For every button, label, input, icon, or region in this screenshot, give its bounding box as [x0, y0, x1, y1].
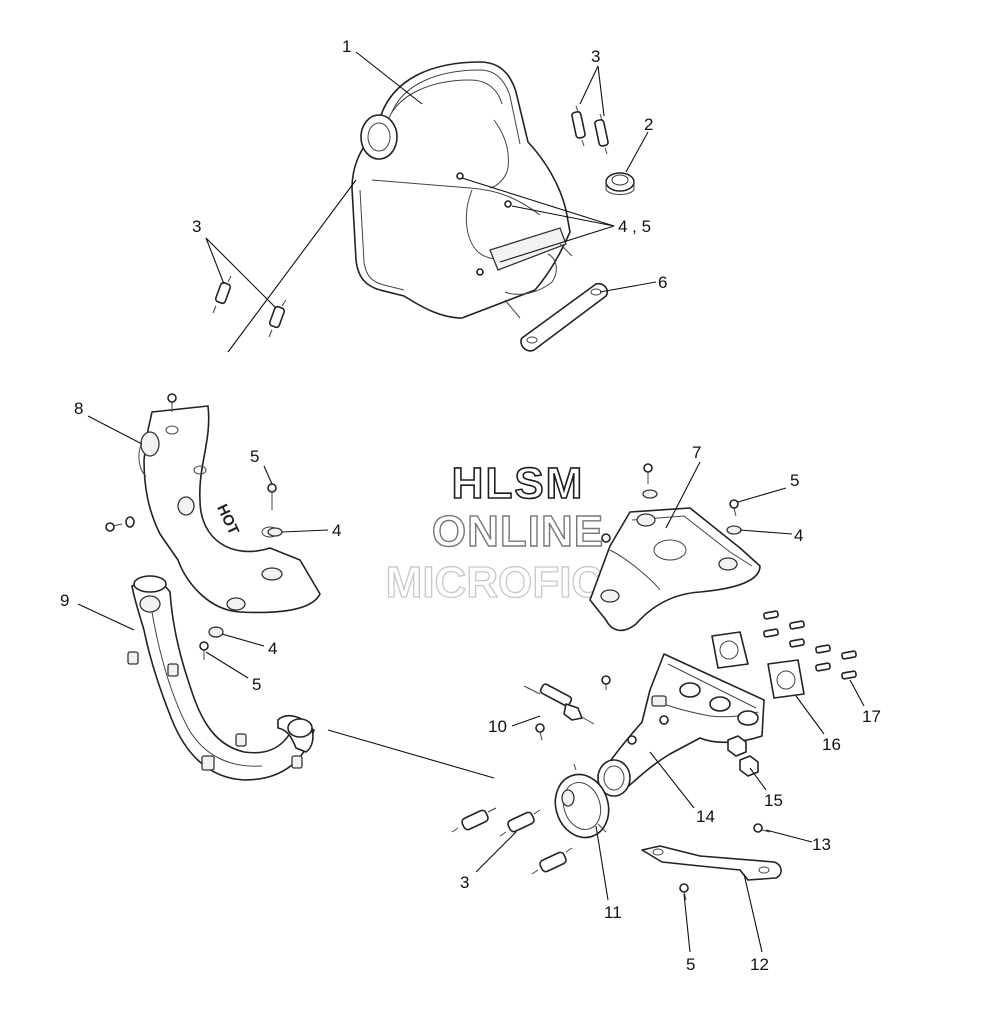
callout-9: 9 [60, 591, 69, 610]
callout-4-5-muffler: 4 , 5 [618, 217, 651, 236]
springs-bottom [451, 807, 573, 875]
header-pipe [127, 575, 315, 781]
callout-11: 11 [604, 903, 622, 922]
lower-bracket [641, 845, 782, 881]
callout-5-upper-shield: 5 [250, 447, 259, 466]
callout-12: 12 [750, 955, 769, 974]
callout-13: 13 [812, 835, 831, 854]
hot-label: HOT [213, 502, 242, 538]
callout-2: 2 [644, 115, 653, 134]
callout-10: 10 [488, 717, 507, 736]
muffler-bracket [520, 282, 609, 352]
watermark: HLSM ONLINE MICROFICHE [385, 458, 665, 607]
callout-3-bottom: 3 [460, 873, 469, 892]
exhaust-manifold [597, 653, 765, 797]
callout-5-manifold-shield: 5 [790, 471, 799, 490]
callout-16: 16 [822, 735, 841, 754]
grommet [605, 172, 635, 195]
callout-15: 15 [764, 791, 783, 810]
callout-5-bottom: 5 [686, 955, 695, 974]
springs-top-right [571, 105, 609, 155]
callout-6: 6 [658, 273, 667, 292]
callout-17: 17 [862, 707, 881, 726]
callouts: 1 2 3 3 4 , 5 6 7 8 9 5 4 4 5 5 4 10 11 … [60, 37, 881, 974]
manifold-heat-shield [589, 463, 761, 632]
callout-1: 1 [342, 37, 351, 56]
springs-top-left [212, 275, 287, 338]
fasteners-left [199, 483, 283, 660]
bolts-bottom [679, 823, 771, 901]
callout-4-manifold-shield: 4 [794, 526, 803, 545]
callout-14: 14 [696, 807, 715, 826]
muffler [351, 61, 573, 319]
callout-3-top-right: 3 [591, 47, 600, 66]
watermark-line-1: HLSM [452, 459, 585, 508]
clamp-ring [554, 763, 610, 839]
callout-7: 7 [692, 443, 701, 462]
gaskets [711, 631, 805, 699]
callout-8: 8 [74, 399, 83, 418]
callout-5-lower-shield: 5 [252, 675, 261, 694]
o2-sensor [523, 675, 611, 741]
callout-3-top-left: 3 [192, 217, 201, 236]
watermark-line-2: ONLINE [432, 507, 604, 556]
leader-lines [77, 51, 865, 953]
callout-4-upper-shield: 4 [332, 521, 341, 540]
callout-4-lower-shield: 4 [268, 639, 277, 658]
studs [763, 610, 857, 680]
nuts [727, 735, 759, 777]
